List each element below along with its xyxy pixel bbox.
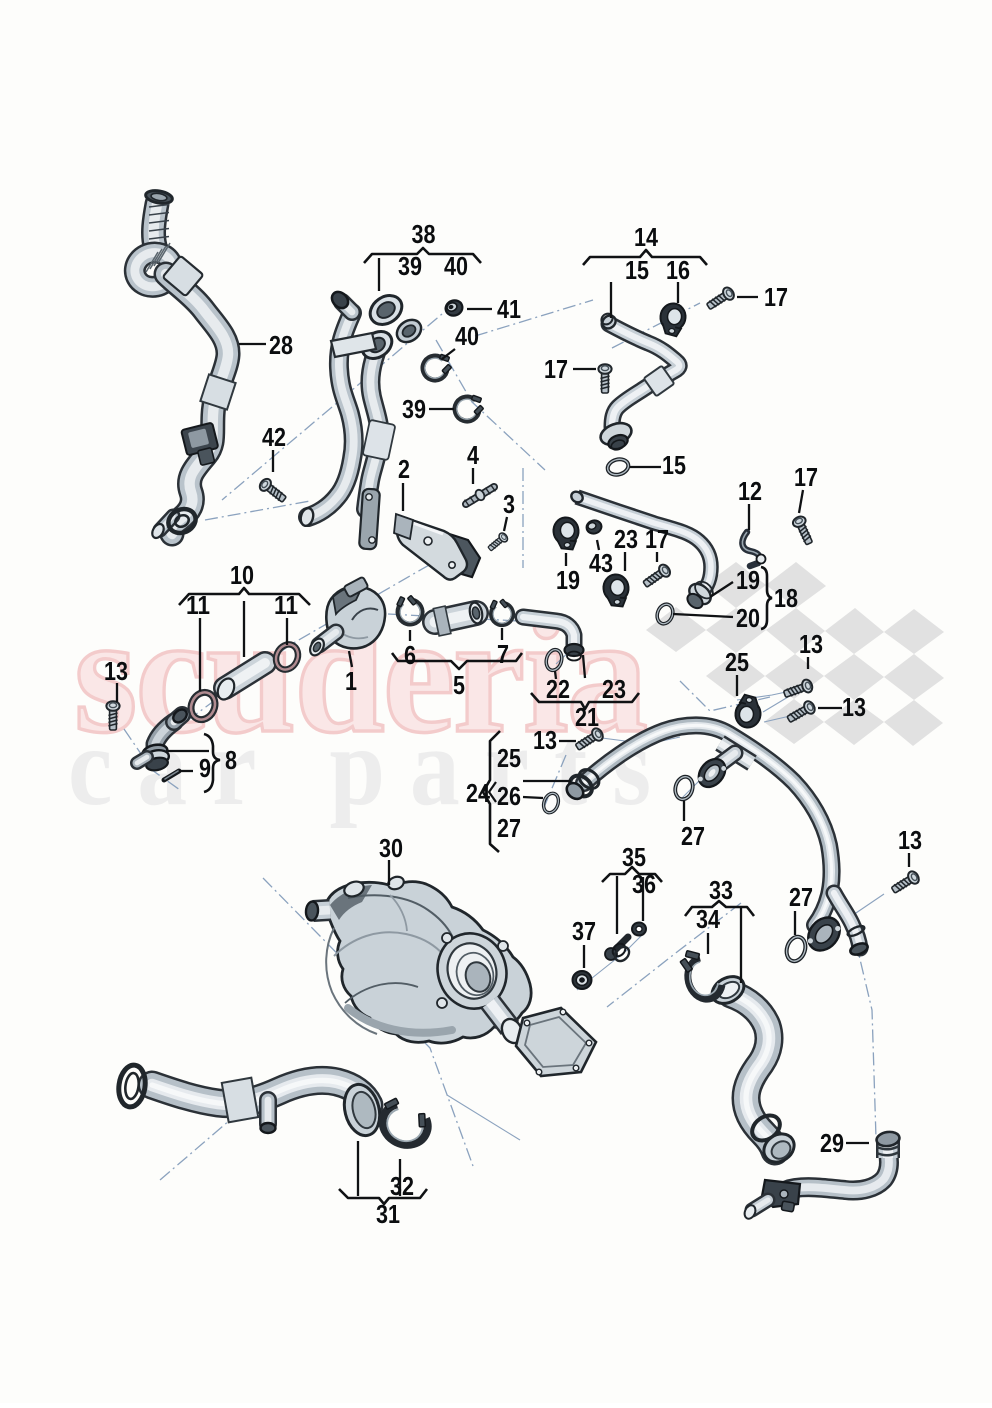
svg-text:15: 15: [662, 452, 686, 480]
svg-text:17: 17: [645, 526, 669, 554]
svg-text:23: 23: [602, 676, 626, 704]
svg-text:25: 25: [725, 649, 749, 677]
svg-text:28: 28: [269, 332, 293, 360]
svg-text:3: 3: [503, 491, 515, 519]
svg-text:13: 13: [104, 658, 128, 686]
svg-text:18: 18: [774, 585, 798, 613]
svg-text:1: 1: [345, 668, 357, 696]
svg-text:31: 31: [376, 1201, 400, 1229]
svg-text:13: 13: [799, 631, 823, 659]
svg-text:39: 39: [402, 396, 426, 424]
svg-text:13: 13: [842, 694, 866, 722]
svg-text:42: 42: [262, 424, 286, 452]
svg-text:5: 5: [453, 672, 465, 700]
svg-text:19: 19: [736, 567, 760, 595]
svg-text:21: 21: [575, 704, 599, 732]
svg-text:32: 32: [390, 1173, 414, 1201]
svg-text:8: 8: [225, 747, 237, 775]
svg-text:27: 27: [681, 823, 705, 851]
svg-text:13: 13: [898, 827, 922, 855]
svg-text:16: 16: [666, 257, 690, 285]
svg-text:35: 35: [622, 844, 646, 872]
svg-text:26: 26: [497, 783, 521, 811]
svg-text:15: 15: [625, 257, 649, 285]
svg-text:7: 7: [497, 641, 509, 669]
svg-text:11: 11: [274, 592, 298, 620]
svg-text:25: 25: [497, 745, 521, 773]
svg-text:23: 23: [614, 526, 638, 554]
svg-text:27: 27: [497, 815, 521, 843]
svg-text:33: 33: [709, 877, 733, 905]
svg-text:22: 22: [546, 676, 570, 704]
svg-text:19: 19: [556, 567, 580, 595]
svg-text:40: 40: [444, 253, 468, 281]
svg-text:13: 13: [533, 727, 557, 755]
svg-text:40: 40: [455, 323, 479, 351]
svg-text:17: 17: [764, 284, 788, 312]
svg-text:27: 27: [789, 884, 813, 912]
svg-text:29: 29: [820, 1130, 844, 1158]
svg-text:37: 37: [572, 918, 596, 946]
svg-text:24: 24: [466, 780, 491, 808]
svg-text:4: 4: [467, 442, 480, 470]
svg-text:43: 43: [589, 550, 613, 578]
svg-text:17: 17: [794, 464, 818, 492]
svg-text:11: 11: [186, 592, 210, 620]
svg-text:34: 34: [696, 906, 721, 934]
svg-text:2: 2: [398, 456, 410, 484]
svg-text:30: 30: [379, 835, 403, 863]
svg-text:20: 20: [736, 605, 760, 633]
svg-text:17: 17: [544, 356, 568, 384]
svg-text:14: 14: [634, 224, 659, 252]
svg-text:39: 39: [398, 253, 422, 281]
svg-text:9: 9: [199, 755, 211, 783]
svg-text:10: 10: [230, 562, 254, 590]
svg-text:6: 6: [404, 642, 416, 670]
svg-text:12: 12: [738, 478, 762, 506]
svg-text:38: 38: [412, 221, 436, 249]
svg-text:41: 41: [497, 296, 521, 324]
svg-text:36: 36: [632, 871, 656, 899]
